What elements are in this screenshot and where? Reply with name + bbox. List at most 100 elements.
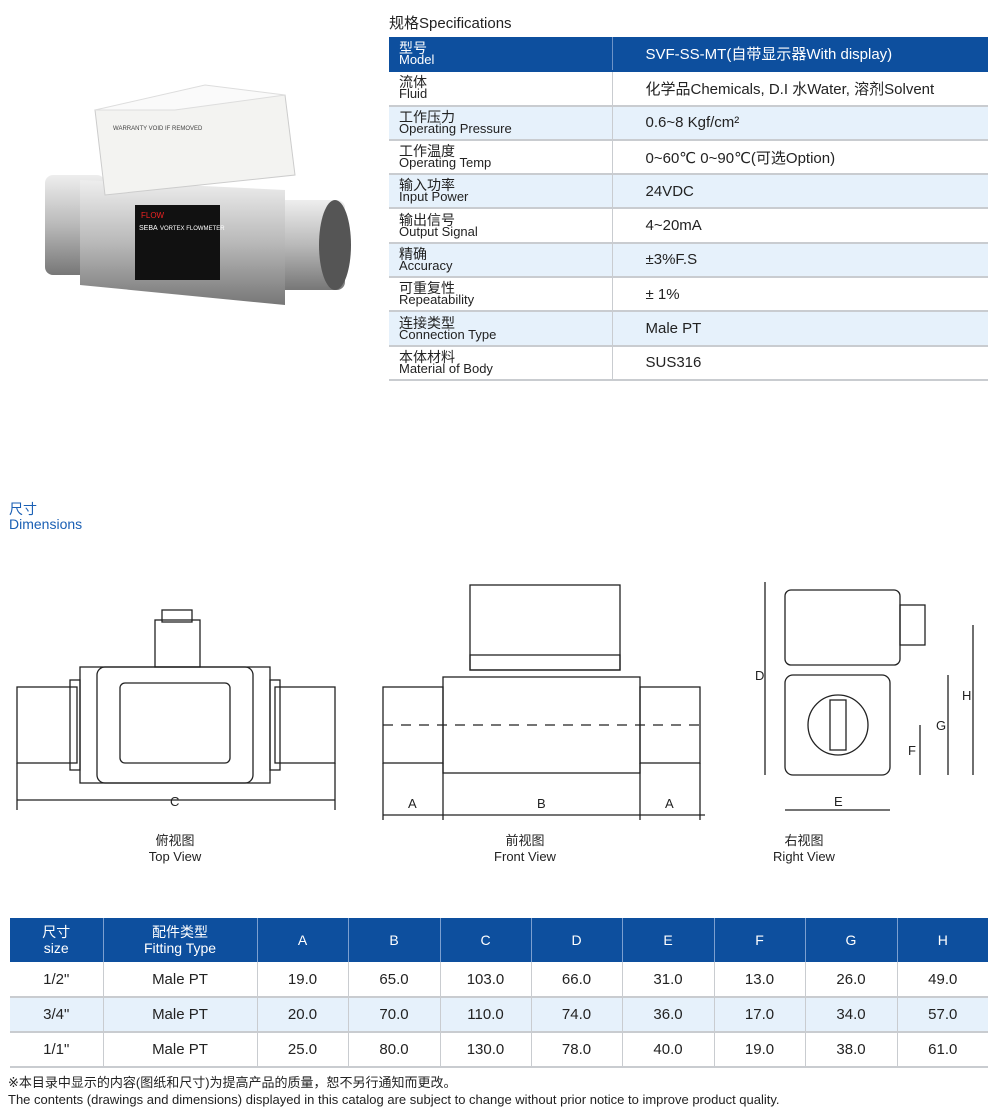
spec-value: 24VDC: [611, 174, 988, 210]
spec-label-en: Material of Body: [399, 360, 493, 376]
spec-label-cn: 本体材料: [399, 348, 455, 365]
spec-label-en: Repeatability: [399, 292, 475, 308]
label-brand: SEBA: [139, 225, 158, 232]
product-photo: FLOW SEBA VORTEX FLOWMETER WARRANTY VOID…: [45, 84, 351, 305]
caption-cn: 俯视图: [155, 833, 195, 848]
column-header: D: [531, 918, 623, 962]
table-cell: 31.0: [622, 962, 715, 998]
table-cell: 49.0: [897, 962, 988, 998]
caption-cn: 前视图: [505, 833, 545, 848]
label-B: B: [537, 796, 546, 811]
table-cell: 17.0: [714, 997, 806, 1033]
label-E: E: [834, 794, 843, 809]
caption-en: Top View: [148, 849, 202, 864]
table-cell: 103.0: [440, 962, 532, 998]
column-header: G: [805, 918, 898, 962]
table-cell: 57.0: [897, 997, 988, 1033]
spec-label-en: Operating Temp: [399, 155, 492, 171]
spec-value: 化学品Chemicals, D.I 水Water, 溶剂Solvent: [611, 71, 988, 107]
table-cell: 20.0: [257, 997, 349, 1033]
table-cell: 40.0: [622, 1032, 715, 1068]
column-header: H: [897, 918, 988, 962]
front-view-drawing: A B A: [382, 584, 705, 820]
table-cell: 1/1": [10, 1032, 104, 1068]
spec-label-cn: 可重复性: [399, 280, 455, 297]
spec-value: 0~60℃ 0~90℃(可选Option): [611, 139, 988, 176]
table-cell: 61.0: [897, 1032, 988, 1068]
label-H: H: [962, 688, 971, 703]
spec-label-en: Connection Type: [399, 326, 497, 342]
disclaimer-note: ※本目录中显示的内容(图纸和尺寸)为提高产品的质量，恕不另行通知而更改。 The…: [8, 1074, 780, 1108]
dimension-drawings: C A B A D E F G H: [16, 582, 974, 820]
table-cell: Male PT: [103, 1032, 258, 1068]
spec-label-cn: 工作温度: [399, 143, 455, 160]
spec-label-cn: 工作压力: [399, 108, 455, 125]
spec-value: Male PT: [611, 311, 988, 347]
spec-label-en: Operating Pressure: [399, 120, 512, 136]
column-header: B: [348, 918, 441, 962]
table-cell: 26.0: [805, 962, 898, 998]
dimensions-title-en: Dimensions: [9, 516, 83, 532]
table-cell: 13.0: [714, 962, 806, 998]
column-header: A: [257, 918, 349, 962]
spec-label-en: Output Signal: [399, 223, 478, 239]
table-cell: Male PT: [103, 997, 258, 1033]
header-cn: 配件类型: [152, 924, 208, 940]
dimensions-title-cn: 尺寸: [9, 501, 37, 517]
spec-label-en: Model: [399, 51, 435, 67]
header-en: D: [571, 932, 582, 948]
label-D: D: [755, 668, 764, 683]
header-en: B: [389, 932, 399, 948]
header-en: C: [480, 932, 491, 948]
spec-label-cn: 型号: [399, 39, 427, 56]
spec-value: ± 1%: [611, 277, 988, 313]
spec-value: SUS316: [611, 345, 988, 381]
top-view-drawing: C: [16, 609, 336, 810]
header-en: A: [297, 932, 308, 948]
table-cell: 25.0: [257, 1032, 349, 1068]
spec-label-cn: 精确: [399, 245, 427, 262]
label-name: VORTEX FLOWMETER: [160, 226, 225, 232]
header-en: F: [755, 932, 764, 948]
table-cell: 70.0: [348, 997, 441, 1033]
spec-label-cn: 连接类型: [399, 314, 455, 331]
spec-label-cn: 输出信号: [399, 211, 455, 228]
table-cell: Male PT: [103, 962, 258, 998]
spec-value: 4~20mA: [611, 208, 988, 244]
caption-cn: 右视图: [784, 833, 824, 848]
note-en: The contents (drawings and dimensions) d…: [8, 1092, 780, 1107]
table-cell: 74.0: [531, 997, 623, 1033]
table-cell: 78.0: [531, 1032, 623, 1068]
header-cn: 尺寸: [42, 924, 71, 940]
column-header: C: [440, 918, 532, 962]
label-F: F: [908, 743, 916, 758]
spec-value: ±3%F.S: [611, 242, 988, 279]
header-en: E: [663, 932, 673, 948]
table-cell: 36.0: [622, 997, 715, 1033]
label-flow: FLOW: [141, 211, 165, 220]
header-en: size: [43, 940, 69, 956]
table-cell: 66.0: [531, 962, 623, 998]
